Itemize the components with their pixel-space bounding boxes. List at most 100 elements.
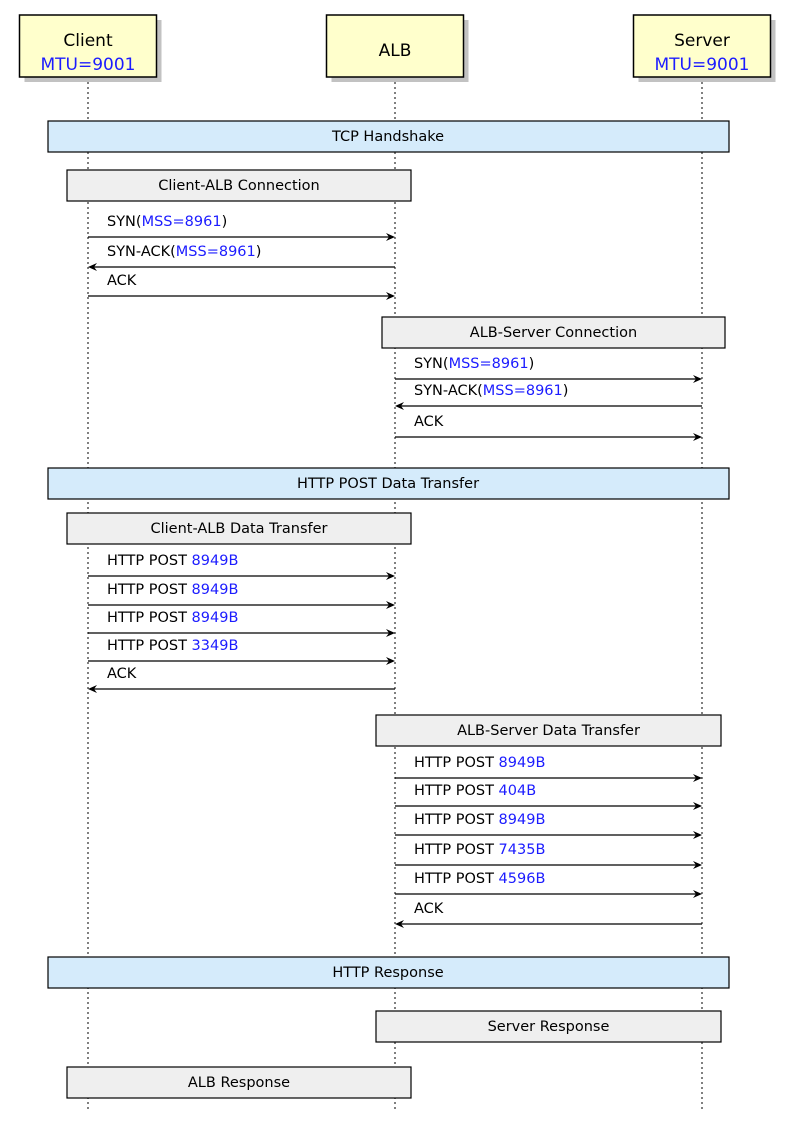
section-label: HTTP Response xyxy=(332,965,443,981)
message-label: HTTP POST 8949B xyxy=(107,582,238,598)
message-text: ACK xyxy=(414,414,444,430)
message-highlight: 8949B xyxy=(499,812,546,828)
arrowhead xyxy=(693,802,702,810)
message-label: HTTP POST 3349B xyxy=(107,638,238,654)
message-highlight: 7435B xyxy=(499,842,546,858)
message-highlight: 8949B xyxy=(499,755,546,771)
message-label: HTTP POST 8949B xyxy=(107,610,238,626)
arrowhead xyxy=(693,375,702,383)
message-label: SYN(MSS=8961) xyxy=(107,214,227,230)
message-label: HTTP POST 4596B xyxy=(414,871,545,887)
arrowhead xyxy=(386,601,395,609)
message-label: HTTP POST 8949B xyxy=(107,553,238,569)
message-2: SYN(MSS=8961) xyxy=(88,214,395,241)
subsection-1: Client-ALB Connection xyxy=(66,169,412,202)
arrowhead xyxy=(386,292,395,300)
message-text: SYN-ACK( xyxy=(107,244,176,260)
subsection-5: ALB-Server Connection xyxy=(381,316,726,349)
message-suffix: ) xyxy=(529,356,535,372)
arrowhead xyxy=(693,831,702,839)
subsection-box xyxy=(66,512,412,545)
message-4: ACK xyxy=(88,273,395,300)
message-text: HTTP POST xyxy=(414,755,499,771)
message-22: ACK xyxy=(395,901,702,928)
subsection-box xyxy=(375,714,722,747)
participant-name: Client xyxy=(63,31,113,51)
message-label: ACK xyxy=(414,901,444,917)
message-highlight: 404B xyxy=(499,783,537,799)
message-text: SYN( xyxy=(107,214,142,230)
message-13: HTTP POST 8949B xyxy=(88,610,395,637)
message-text: ACK xyxy=(107,666,137,682)
message-21: HTTP POST 4596B xyxy=(395,871,702,898)
participant-mtu: MTU=9001 xyxy=(40,55,135,75)
subsection-label: ALB-Server Connection xyxy=(470,325,637,341)
message-highlight: 8949B xyxy=(192,553,239,569)
message-14: HTTP POST 3349B xyxy=(88,638,395,665)
section-box xyxy=(47,467,730,500)
message-text: HTTP POST xyxy=(414,871,499,887)
message-text: HTTP POST xyxy=(414,783,499,799)
arrowhead xyxy=(693,890,702,898)
message-label: SYN-ACK(MSS=8961) xyxy=(107,244,261,260)
message-text: ACK xyxy=(414,901,444,917)
message-label: HTTP POST 8949B xyxy=(414,812,545,828)
message-label: HTTP POST 8949B xyxy=(414,755,545,771)
message-label: SYN-ACK(MSS=8961) xyxy=(414,383,568,399)
subsection-10: Client-ALB Data Transfer xyxy=(66,512,412,545)
message-suffix: ) xyxy=(256,244,262,260)
section-box xyxy=(47,956,730,989)
message-highlight: 8949B xyxy=(192,582,239,598)
message-12: HTTP POST 8949B xyxy=(88,582,395,609)
message-6: SYN(MSS=8961) xyxy=(395,356,702,383)
subsection-label: Client-ALB Connection xyxy=(158,178,320,194)
arrowhead xyxy=(693,433,702,441)
message-label: ACK xyxy=(107,666,137,682)
arrowhead xyxy=(386,657,395,665)
participant-box xyxy=(18,14,158,78)
message-text: HTTP POST xyxy=(414,812,499,828)
arrowhead xyxy=(386,572,395,580)
message-highlight: MSS=8961 xyxy=(176,244,256,260)
message-label: HTTP POST 404B xyxy=(414,783,536,799)
message-text: HTTP POST xyxy=(107,553,192,569)
participant-name: ALB xyxy=(379,41,412,61)
message-text: HTTP POST xyxy=(107,638,192,654)
section-label: TCP Handshake xyxy=(331,129,444,145)
arrowhead xyxy=(386,233,395,241)
message-suffix: ) xyxy=(222,214,228,230)
message-text: HTTP POST xyxy=(414,842,499,858)
lifelines xyxy=(87,77,703,1110)
arrowhead xyxy=(693,861,702,869)
message-highlight: 3349B xyxy=(192,638,239,654)
message-text: SYN( xyxy=(414,356,449,372)
participant-box xyxy=(632,14,772,78)
message-15: ACK xyxy=(88,666,395,693)
subsection-box xyxy=(375,1010,722,1043)
message-label: SYN(MSS=8961) xyxy=(414,356,534,372)
subsection-box xyxy=(66,169,412,202)
message-highlight: 8949B xyxy=(192,610,239,626)
arrowhead xyxy=(395,920,404,928)
subsection-24: Server Response xyxy=(375,1010,722,1043)
message-highlight: MSS=8961 xyxy=(142,214,222,230)
subsection-box xyxy=(66,1066,412,1099)
arrowhead xyxy=(386,629,395,637)
message-17: HTTP POST 8949B xyxy=(395,755,702,782)
message-20: HTTP POST 7435B xyxy=(395,842,702,869)
arrowhead xyxy=(395,402,404,410)
message-19: HTTP POST 8949B xyxy=(395,812,702,839)
participant-name: Server xyxy=(674,31,730,51)
message-text: SYN-ACK( xyxy=(414,383,483,399)
message-highlight: MSS=8961 xyxy=(449,356,529,372)
message-7: SYN-ACK(MSS=8961) xyxy=(395,383,702,410)
message-suffix: ) xyxy=(563,383,569,399)
message-8: ACK xyxy=(395,414,702,441)
message-3: SYN-ACK(MSS=8961) xyxy=(88,244,395,271)
arrowhead xyxy=(88,685,97,693)
subsection-25: ALB Response xyxy=(66,1066,412,1099)
